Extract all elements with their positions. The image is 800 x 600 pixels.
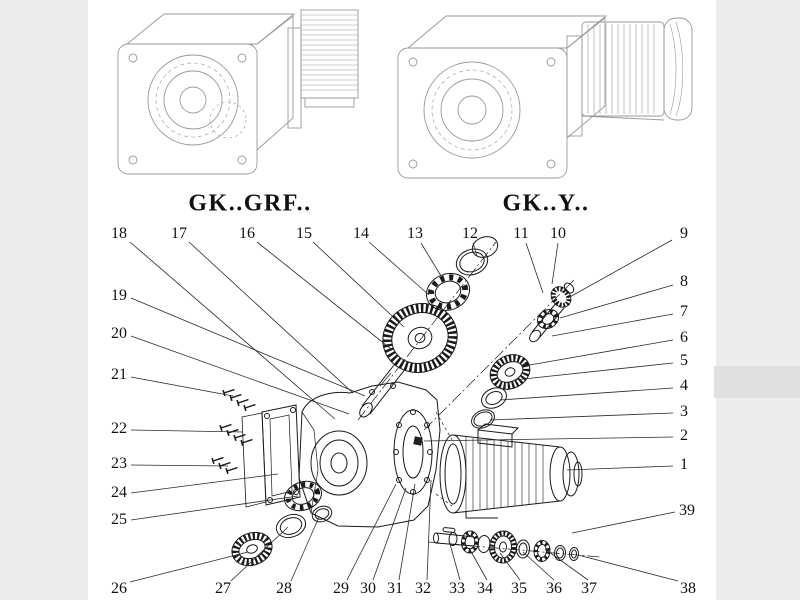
callout-9: 9 [680, 225, 688, 242]
screw-set-upper [222, 388, 256, 412]
callout-33: 33 [449, 580, 465, 597]
callout-15: 15 [296, 225, 312, 242]
gearbox-grf-drawing [117, 9, 359, 175]
callout-4: 4 [680, 377, 688, 394]
callout-34: 34 [477, 580, 493, 597]
main-gear [382, 303, 458, 373]
shaft-gear [488, 530, 518, 564]
main-shaft [359, 359, 407, 418]
callout-3: 3 [680, 403, 688, 420]
snap-ring [471, 236, 499, 258]
callout-39: 39 [679, 502, 695, 519]
callout-30: 30 [360, 580, 376, 597]
callout-23: 23 [111, 455, 127, 472]
exploded-view-drawing [211, 236, 601, 567]
motor-fins [465, 437, 544, 511]
callout-1: 1 [680, 456, 688, 473]
callout-11: 11 [513, 225, 529, 242]
callout-26: 26 [111, 580, 127, 597]
screw-set-middle [219, 423, 253, 447]
callout-37: 37 [581, 580, 597, 597]
callout-18: 18 [111, 225, 127, 242]
electric-motor [435, 411, 583, 519]
leader-lines [129, 239, 679, 583]
callout-29: 29 [333, 580, 349, 597]
callout-21: 21 [111, 366, 127, 383]
callout-20: 20 [111, 325, 127, 342]
seal-ring [275, 513, 307, 539]
motor-fins-y [587, 24, 655, 114]
callout-6: 6 [680, 329, 688, 346]
output-bearing [284, 480, 322, 512]
shaft-key [413, 436, 423, 446]
callout-32: 32 [415, 580, 431, 597]
background-artifact [714, 366, 800, 398]
callout-13: 13 [407, 225, 423, 242]
input-bearing [536, 308, 560, 330]
callout-2: 2 [680, 427, 688, 444]
callout-10: 10 [550, 225, 566, 242]
model-label-y: GK..Y.. [502, 190, 590, 217]
circlip [471, 409, 495, 429]
callout-28: 28 [276, 580, 292, 597]
callout-19: 19 [111, 287, 127, 304]
callout-31: 31 [387, 580, 403, 597]
input-gear [489, 354, 531, 390]
callout-25: 25 [111, 511, 127, 528]
callout-22: 22 [111, 420, 127, 437]
callout-35: 35 [511, 580, 527, 597]
callout-12: 12 [462, 225, 478, 242]
callout-14: 14 [353, 225, 369, 242]
callout-7: 7 [680, 303, 688, 320]
callout-38: 38 [680, 580, 696, 597]
main-ball-bearing [425, 272, 471, 312]
washer [481, 387, 507, 409]
callout-24: 24 [111, 484, 127, 501]
callout-17: 17 [171, 225, 187, 242]
callout-16: 16 [239, 225, 255, 242]
gearbox-y-drawing [397, 15, 693, 179]
callout-36: 36 [546, 580, 562, 597]
callout-27: 27 [215, 580, 231, 597]
callout-8: 8 [680, 273, 688, 290]
retaining-ring-small [311, 505, 333, 523]
callout-5: 5 [680, 352, 688, 369]
cooling-fins-grf [301, 14, 358, 91]
axis-input-shaft [423, 279, 575, 431]
model-label-grf: GK..GRF.. [188, 190, 312, 217]
